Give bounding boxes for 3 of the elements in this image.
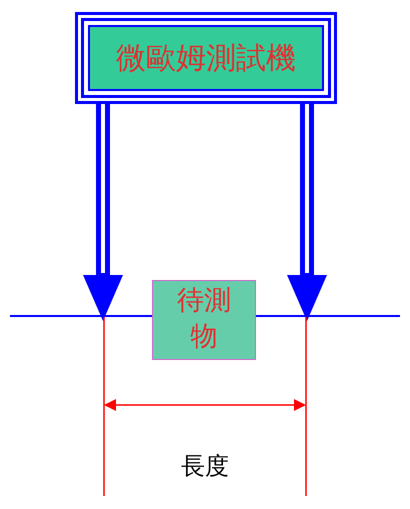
dimension-label: 長度 — [180, 451, 230, 482]
sample-box: 待測物 — [152, 280, 256, 360]
meter-box: 微歐姆測試機 — [75, 12, 337, 104]
